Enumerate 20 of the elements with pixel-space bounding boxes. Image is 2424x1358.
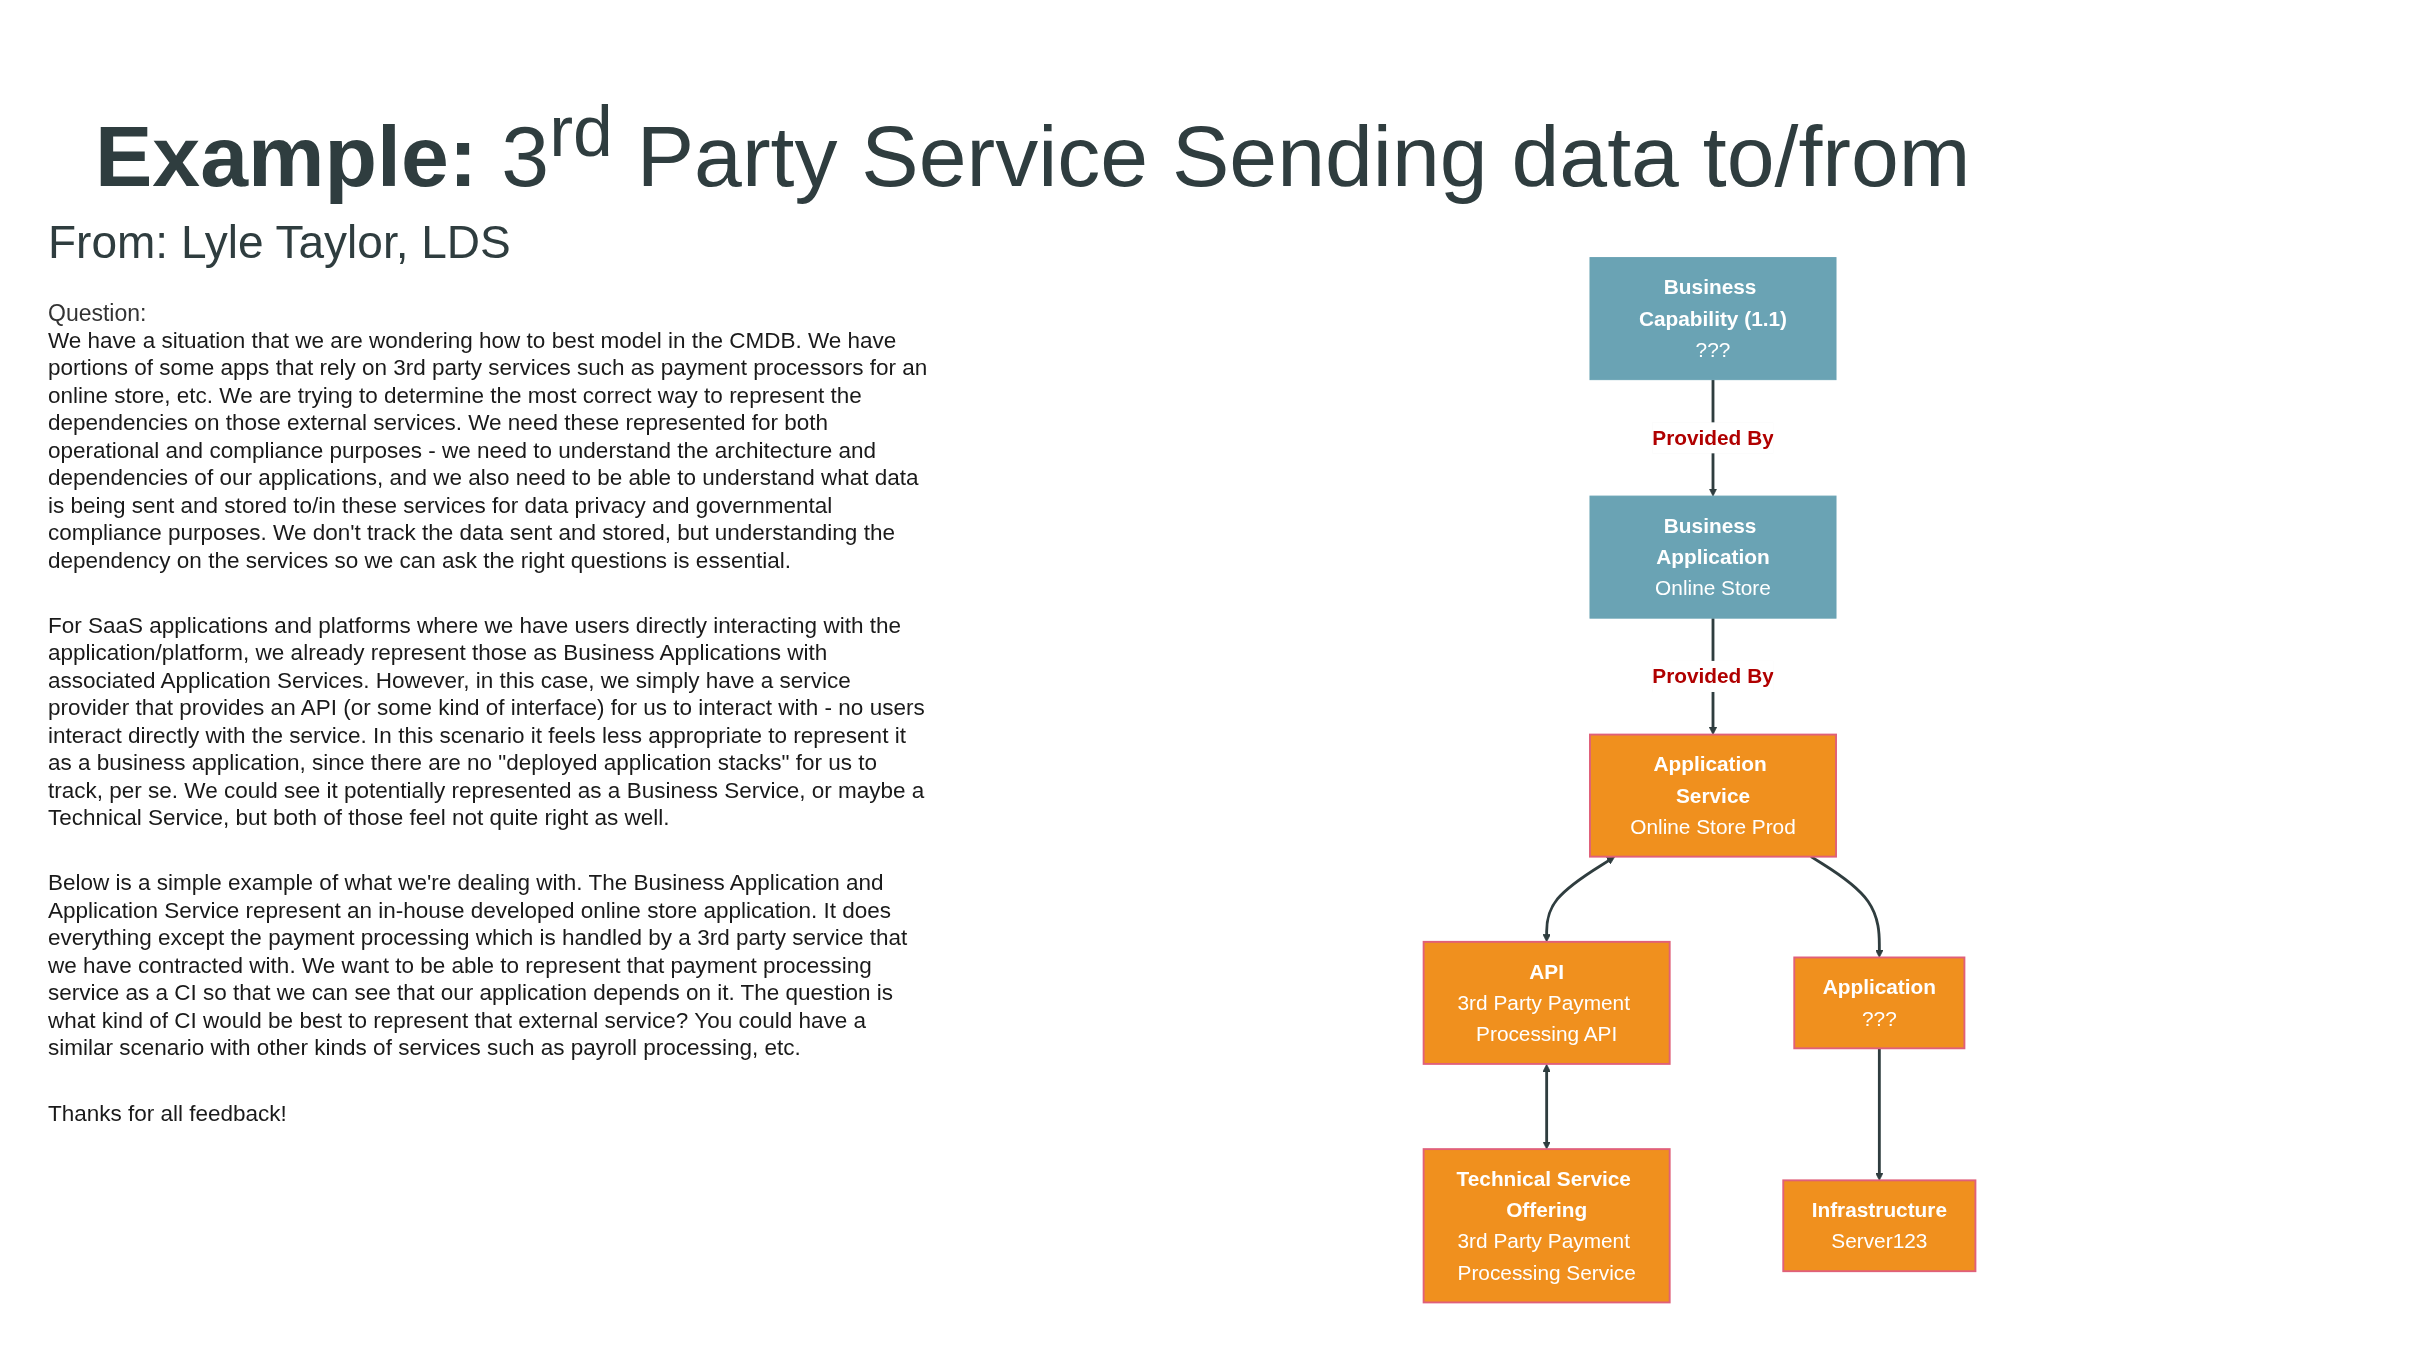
edge-label: Provided By — [1652, 664, 1775, 689]
node-box: Business Application Online Store — [1589, 495, 1837, 619]
arrow — [1810, 855, 1884, 958]
question-paragraph: We have a situation that we are wondering how to best model in the CMDB. We have portions of some apps that rely on 3rd party services such as payment processors for an online store, etc. We are trying to determine the most correct way to represent the dependencies on those external services. We need these represented for both operational and compliance purposes - we need to understand the architecture and dependencies of our applications, and we also need to be able to understand what data is being sent and stored to/in these services for data privacy and governmental compliance purposes. We don't track the data sent and stored, but understanding the dependency on the services so we can ask the right questions is essential. — [48, 327, 928, 574]
node-box: Infrastructure Server123 — [1782, 1179, 1977, 1273]
author-line: From: Lyle Taylor, LDS — [48, 215, 512, 269]
node-box: Application ??? — [1793, 956, 1966, 1050]
node-box: Technical Service Offering 3rd Party Payment Processing Service — [1423, 1148, 1672, 1304]
node-box: Business Capability (1.1) ??? — [1589, 257, 1837, 381]
arrow — [1542, 1063, 1552, 1150]
node-box: API 3rd Party Payment Processing API — [1423, 940, 1672, 1065]
question-heading: Question: — [48, 299, 148, 328]
arrow — [1875, 1048, 1884, 1181]
question-paragraph: Below is a simple example of what we're dealing with. The Business Application and Application Service represent an in-house developed online store application. It does everything except the payment processing which is handled by a 3rd party service that we have contracted with. We want to be able to represent that payment processing service as a CI so that we can see that our application depends on it. The question is what kind of CI would be best to represent that external service? You could have a similar scenario with other kinds of services such as payroll processing, etc. — [48, 869, 909, 1062]
arrow — [1542, 856, 1616, 943]
slide-title: Example: 3$^{rd}$ Party Service Sending data to/from — [95, 90, 1971, 206]
node-box: Application Service Online Store Prod — [1589, 733, 1838, 858]
edge-label: Provided By — [1652, 426, 1775, 450]
question-paragraph: Thanks for all feedback! — [48, 1099, 288, 1127]
question-paragraph: For SaaS applications and platforms where we have users directly interacting with the application/platform, we already represent those as Business Applications with associated Application Services. However, in this case, we simply have a service provider that provides an API (or some kind of interface) for us to interact with - no users interact directly with the service. In this scenario it feels less appropriate to represent it as a business application, since there are no "deployed application stacks" for us to track, per se. We could see it potentially represented as a Business Service, or maybe a Technical Service, but both of those feel not quite right as well. — [48, 612, 926, 832]
